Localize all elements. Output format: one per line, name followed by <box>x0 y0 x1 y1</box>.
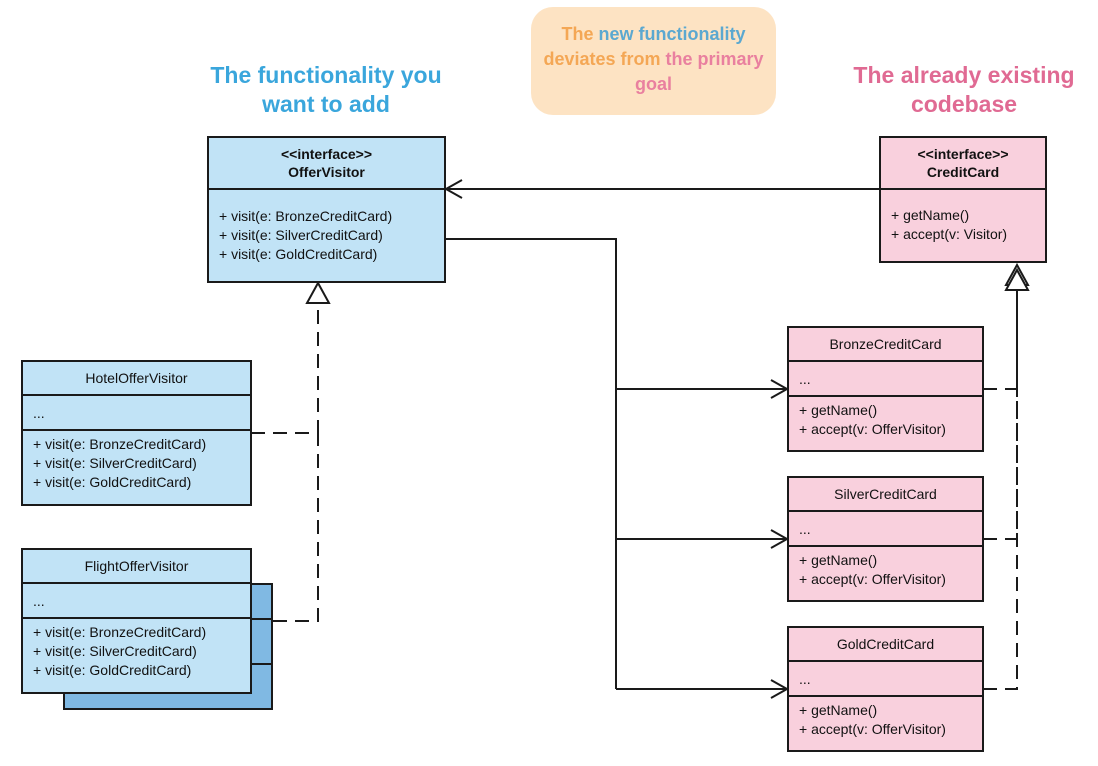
operation: + visit(e: SilverCreditCard) <box>33 455 197 471</box>
operations-section: + visit(e: BronzeCreditCard) + visit(e: … <box>23 431 250 492</box>
note-part: the primary goal <box>634 49 764 94</box>
operations-section: + getName() + accept(v: Visitor) <box>881 190 1045 244</box>
realization-arrowhead <box>305 280 331 304</box>
stereotype-label: <<interface>> <box>917 146 1009 162</box>
operation: + getName() <box>799 402 878 418</box>
realization-bronze <box>983 285 1018 390</box>
operations-section: + getName() + accept(v: OfferVisitor) <box>789 697 982 739</box>
attributes-section: ... <box>23 396 250 431</box>
class-name: GoldCreditCard <box>836 636 935 652</box>
class-name: SilverCreditCard <box>834 486 937 502</box>
class-silver-credit-card[interactable]: SilverCreditCard ... + getName() + accep… <box>787 476 984 602</box>
class-header: FlightOfferVisitor <box>23 550 250 584</box>
realization-gold <box>983 285 1018 690</box>
realization-silver <box>983 285 1018 540</box>
operation: + visit(e: BronzeCreditCard) <box>33 624 207 640</box>
class-header: GoldCreditCard <box>789 628 982 662</box>
attributes-section: ... <box>789 362 982 397</box>
operation: + accept(v: OfferVisitor) <box>799 571 946 587</box>
realization-arrowhead <box>1004 267 1030 291</box>
operation: + visit(e: GoldCreditCard) <box>219 246 378 262</box>
class-header: HotelOfferVisitor <box>23 362 250 396</box>
operations-section: + visit(e: BronzeCreditCard) + visit(e: … <box>209 190 444 264</box>
class-bronze-credit-card[interactable]: BronzeCreditCard ... + getName() + accep… <box>787 326 984 452</box>
operation: + getName() <box>799 702 878 718</box>
heading-functionality-to-add: The functionality you want to add <box>210 62 442 117</box>
class-name: FlightOfferVisitor <box>84 558 189 574</box>
note-deviation: The new functionality deviates from the … <box>531 7 776 115</box>
attributes-section: ... <box>23 584 250 619</box>
class-header: BronzeCreditCard <box>789 328 982 362</box>
class-credit-card[interactable]: <<interface>> CreditCard + getName() + a… <box>879 136 1047 263</box>
realization-flight <box>251 433 319 622</box>
attributes-section: ... <box>789 512 982 547</box>
operation: + visit(e: GoldCreditCard) <box>33 662 192 678</box>
realization-hotel <box>251 302 319 434</box>
attributes-section: ... <box>789 662 982 697</box>
class-flight-offer-visitor[interactable]: FlightOfferVisitor ... + visit(e: Bronze… <box>21 548 252 694</box>
class-name: CreditCard <box>926 164 1000 180</box>
class-header: <<interface>> OfferVisitor <box>209 138 444 190</box>
operation: + visit(e: BronzeCreditCard) <box>33 436 207 452</box>
assoc-offervisitor-trunk <box>446 238 617 689</box>
operation: + getName() <box>891 207 970 223</box>
note-part: deviates from <box>543 49 666 69</box>
operations-section: + getName() + accept(v: OfferVisitor) <box>789 397 982 439</box>
operation: + visit(e: SilverCreditCard) <box>219 227 383 243</box>
operation: + accept(v: OfferVisitor) <box>799 721 946 737</box>
class-name: HotelOfferVisitor <box>85 370 188 386</box>
operations-section: + getName() + accept(v: OfferVisitor) <box>789 547 982 589</box>
class-header: <<interface>> CreditCard <box>881 138 1045 190</box>
operation: + visit(e: GoldCreditCard) <box>33 474 192 490</box>
arrowhead-open <box>443 179 463 199</box>
operations-section: + visit(e: BronzeCreditCard) + visit(e: … <box>23 619 250 680</box>
stereotype-label: <<interface>> <box>280 146 373 162</box>
note-part: new functionality <box>598 24 746 44</box>
operation: + getName() <box>799 552 878 568</box>
operation: + visit(e: SilverCreditCard) <box>33 643 197 659</box>
class-header: SilverCreditCard <box>789 478 982 512</box>
class-gold-credit-card[interactable]: GoldCreditCard ... + getName() + accept(… <box>787 626 984 752</box>
class-name: BronzeCreditCard <box>829 336 942 352</box>
heading-existing-codebase: The already existing codebase <box>853 62 1075 117</box>
class-offer-visitor[interactable]: <<interface>> OfferVisitor + visit(e: Br… <box>207 136 446 283</box>
note-part: The <box>561 24 599 44</box>
operation: + visit(e: BronzeCreditCard) <box>219 208 393 224</box>
operation: + accept(v: Visitor) <box>891 226 1008 242</box>
class-hotel-offer-visitor[interactable]: HotelOfferVisitor ... + visit(e: BronzeC… <box>21 360 252 506</box>
class-name: OfferVisitor <box>288 164 365 180</box>
operation: + accept(v: OfferVisitor) <box>799 421 946 437</box>
